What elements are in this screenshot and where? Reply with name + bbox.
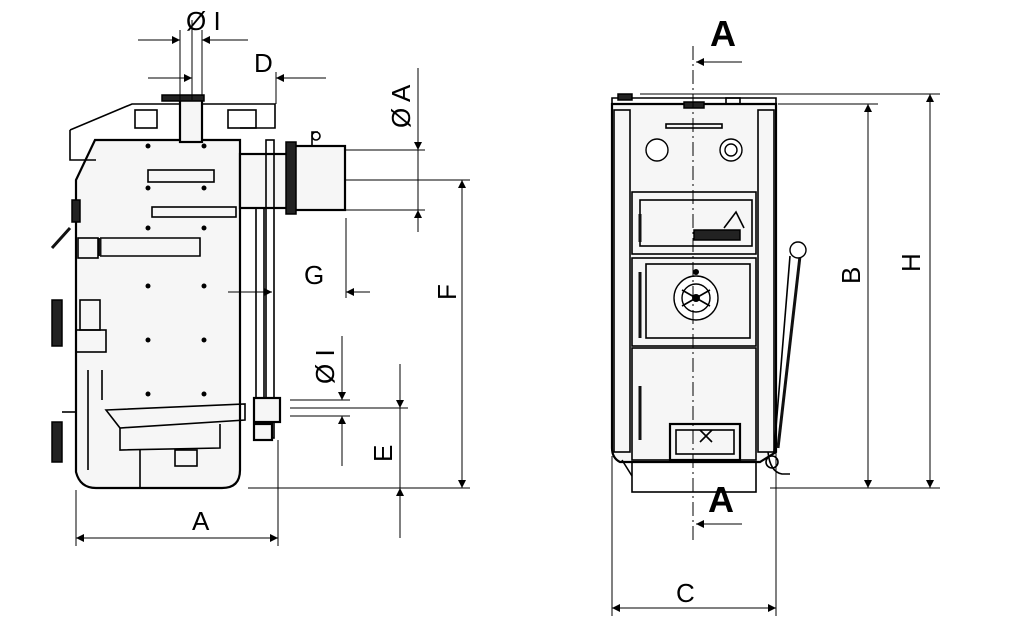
front-view-labels: A A B H C: [676, 13, 926, 608]
side-view-bolts: [145, 143, 207, 397]
side-view-labels: Ø I D Ø A G F Ø I E A: [186, 6, 462, 536]
label-section-bottom: A: [708, 479, 734, 520]
label-diam-i-bottom: Ø I: [310, 349, 340, 384]
label-d: D: [254, 48, 273, 78]
front-view: [610, 93, 807, 493]
label-diam-a: Ø A: [386, 84, 416, 128]
label-c: C: [676, 578, 695, 608]
label-h: H: [896, 253, 926, 272]
label-section-top: A: [710, 13, 736, 54]
side-view-dimensions: [75, 36, 470, 546]
front-view-dimensions: [611, 46, 940, 616]
thermometer-gauge: [645, 138, 669, 162]
label-e: E: [368, 445, 398, 462]
label-b: B: [836, 267, 866, 284]
label-diam-i-top: Ø I: [186, 6, 221, 36]
lever-knob: [789, 241, 807, 259]
label-f: F: [432, 284, 462, 300]
label-g: G: [304, 260, 324, 290]
side-view: [50, 20, 347, 490]
label-a-width: A: [192, 506, 210, 536]
